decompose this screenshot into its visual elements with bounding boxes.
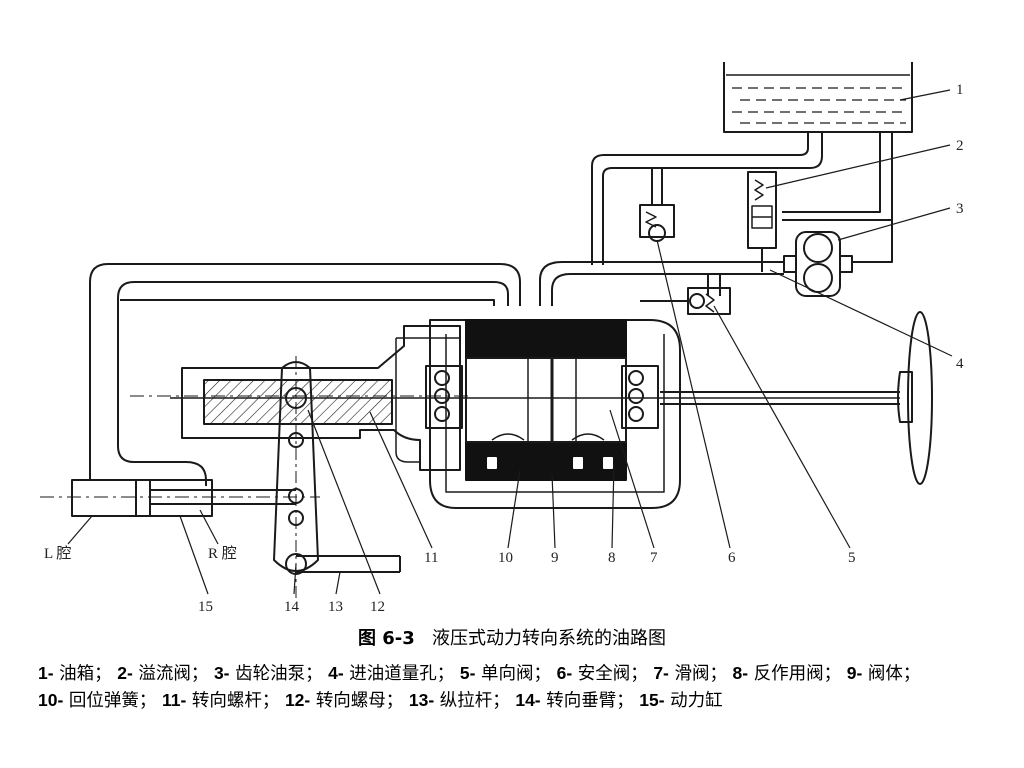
pressure-pipes <box>539 261 784 306</box>
gear-pump <box>783 220 893 297</box>
callout-10: 10 <box>498 550 513 566</box>
legend-item: 9- 阀体； <box>846 663 921 684</box>
oil-tank <box>723 62 913 133</box>
legend-item: 13- 纵拉杆； <box>408 690 510 711</box>
callout-13: 13 <box>328 599 343 615</box>
legend-item: 6- 安全阀； <box>556 663 648 684</box>
gear-housing <box>181 325 461 471</box>
pitman-arm <box>273 356 319 598</box>
callout-1: 1 <box>956 82 964 98</box>
steering-nut <box>203 379 393 425</box>
leader-lines <box>67 89 953 595</box>
callout-8: 8 <box>608 550 616 566</box>
legend-item: 10- 回位弹簧； <box>38 690 157 711</box>
chamber-right-label: R 腔 <box>208 545 237 562</box>
figure-caption: 图 6-3 液压式动力转向系统的油路图 <box>0 624 1024 650</box>
legend-item: 3- 齿轮油泵； <box>213 663 323 684</box>
return-pipes <box>591 132 893 265</box>
legend-item: 5- 单向阀； <box>459 663 552 684</box>
hydraulic-circuit-diagram: 1 2 3 4 5 6 7 8 9 10 11 12 13 14 15 L 腔 … <box>40 62 964 615</box>
legend-item: 15- 动力缸 <box>639 690 723 711</box>
legend-item: 4- 进油道量孔； <box>328 663 455 684</box>
callout-3: 3 <box>956 201 964 217</box>
callout-7: 7 <box>650 550 658 566</box>
legend-item: 11- 转向螺杆； <box>161 690 280 711</box>
legend-item: 8- 反作用阀； <box>732 663 842 684</box>
legend-item: 12- 转向螺母； <box>284 690 404 711</box>
check-valve <box>640 287 731 315</box>
cylinder-pipes <box>89 263 521 486</box>
relief-valve <box>747 171 777 272</box>
callout-14: 14 <box>284 599 300 615</box>
steering-screw <box>130 391 900 405</box>
drag-link <box>296 555 401 573</box>
callout-15: 15 <box>198 599 213 615</box>
chamber-left-label: L 腔 <box>44 545 71 562</box>
caption-number: 图 6-3 <box>358 628 415 649</box>
callout-4: 4 <box>956 356 964 372</box>
legend-item: 1- 油箱； <box>38 663 112 684</box>
power-cylinder <box>40 479 320 517</box>
legend-item: 14- 转向垂臂； <box>515 690 634 711</box>
callout-2: 2 <box>956 138 964 154</box>
valve-body <box>465 319 627 481</box>
steering-wheel <box>897 311 933 485</box>
caption-title: 液压式动力转向系统的油路图 <box>431 628 666 649</box>
safety-valve <box>639 204 675 242</box>
callout-12: 12 <box>370 599 385 615</box>
callout-6: 6 <box>728 550 736 566</box>
valve-outer-body <box>429 319 681 509</box>
callout-9: 9 <box>551 550 559 566</box>
callout-11: 11 <box>424 550 438 566</box>
callout-5: 5 <box>848 550 856 566</box>
legend-item: 7- 滑阀； <box>653 663 727 684</box>
parts-legend: 1- 油箱； 2- 溢流阀； 3- 齿轮油泵； 4- 进油道量孔； 5- 单向阀… <box>38 660 988 714</box>
legend-item: 2- 溢流阀； <box>117 663 209 684</box>
